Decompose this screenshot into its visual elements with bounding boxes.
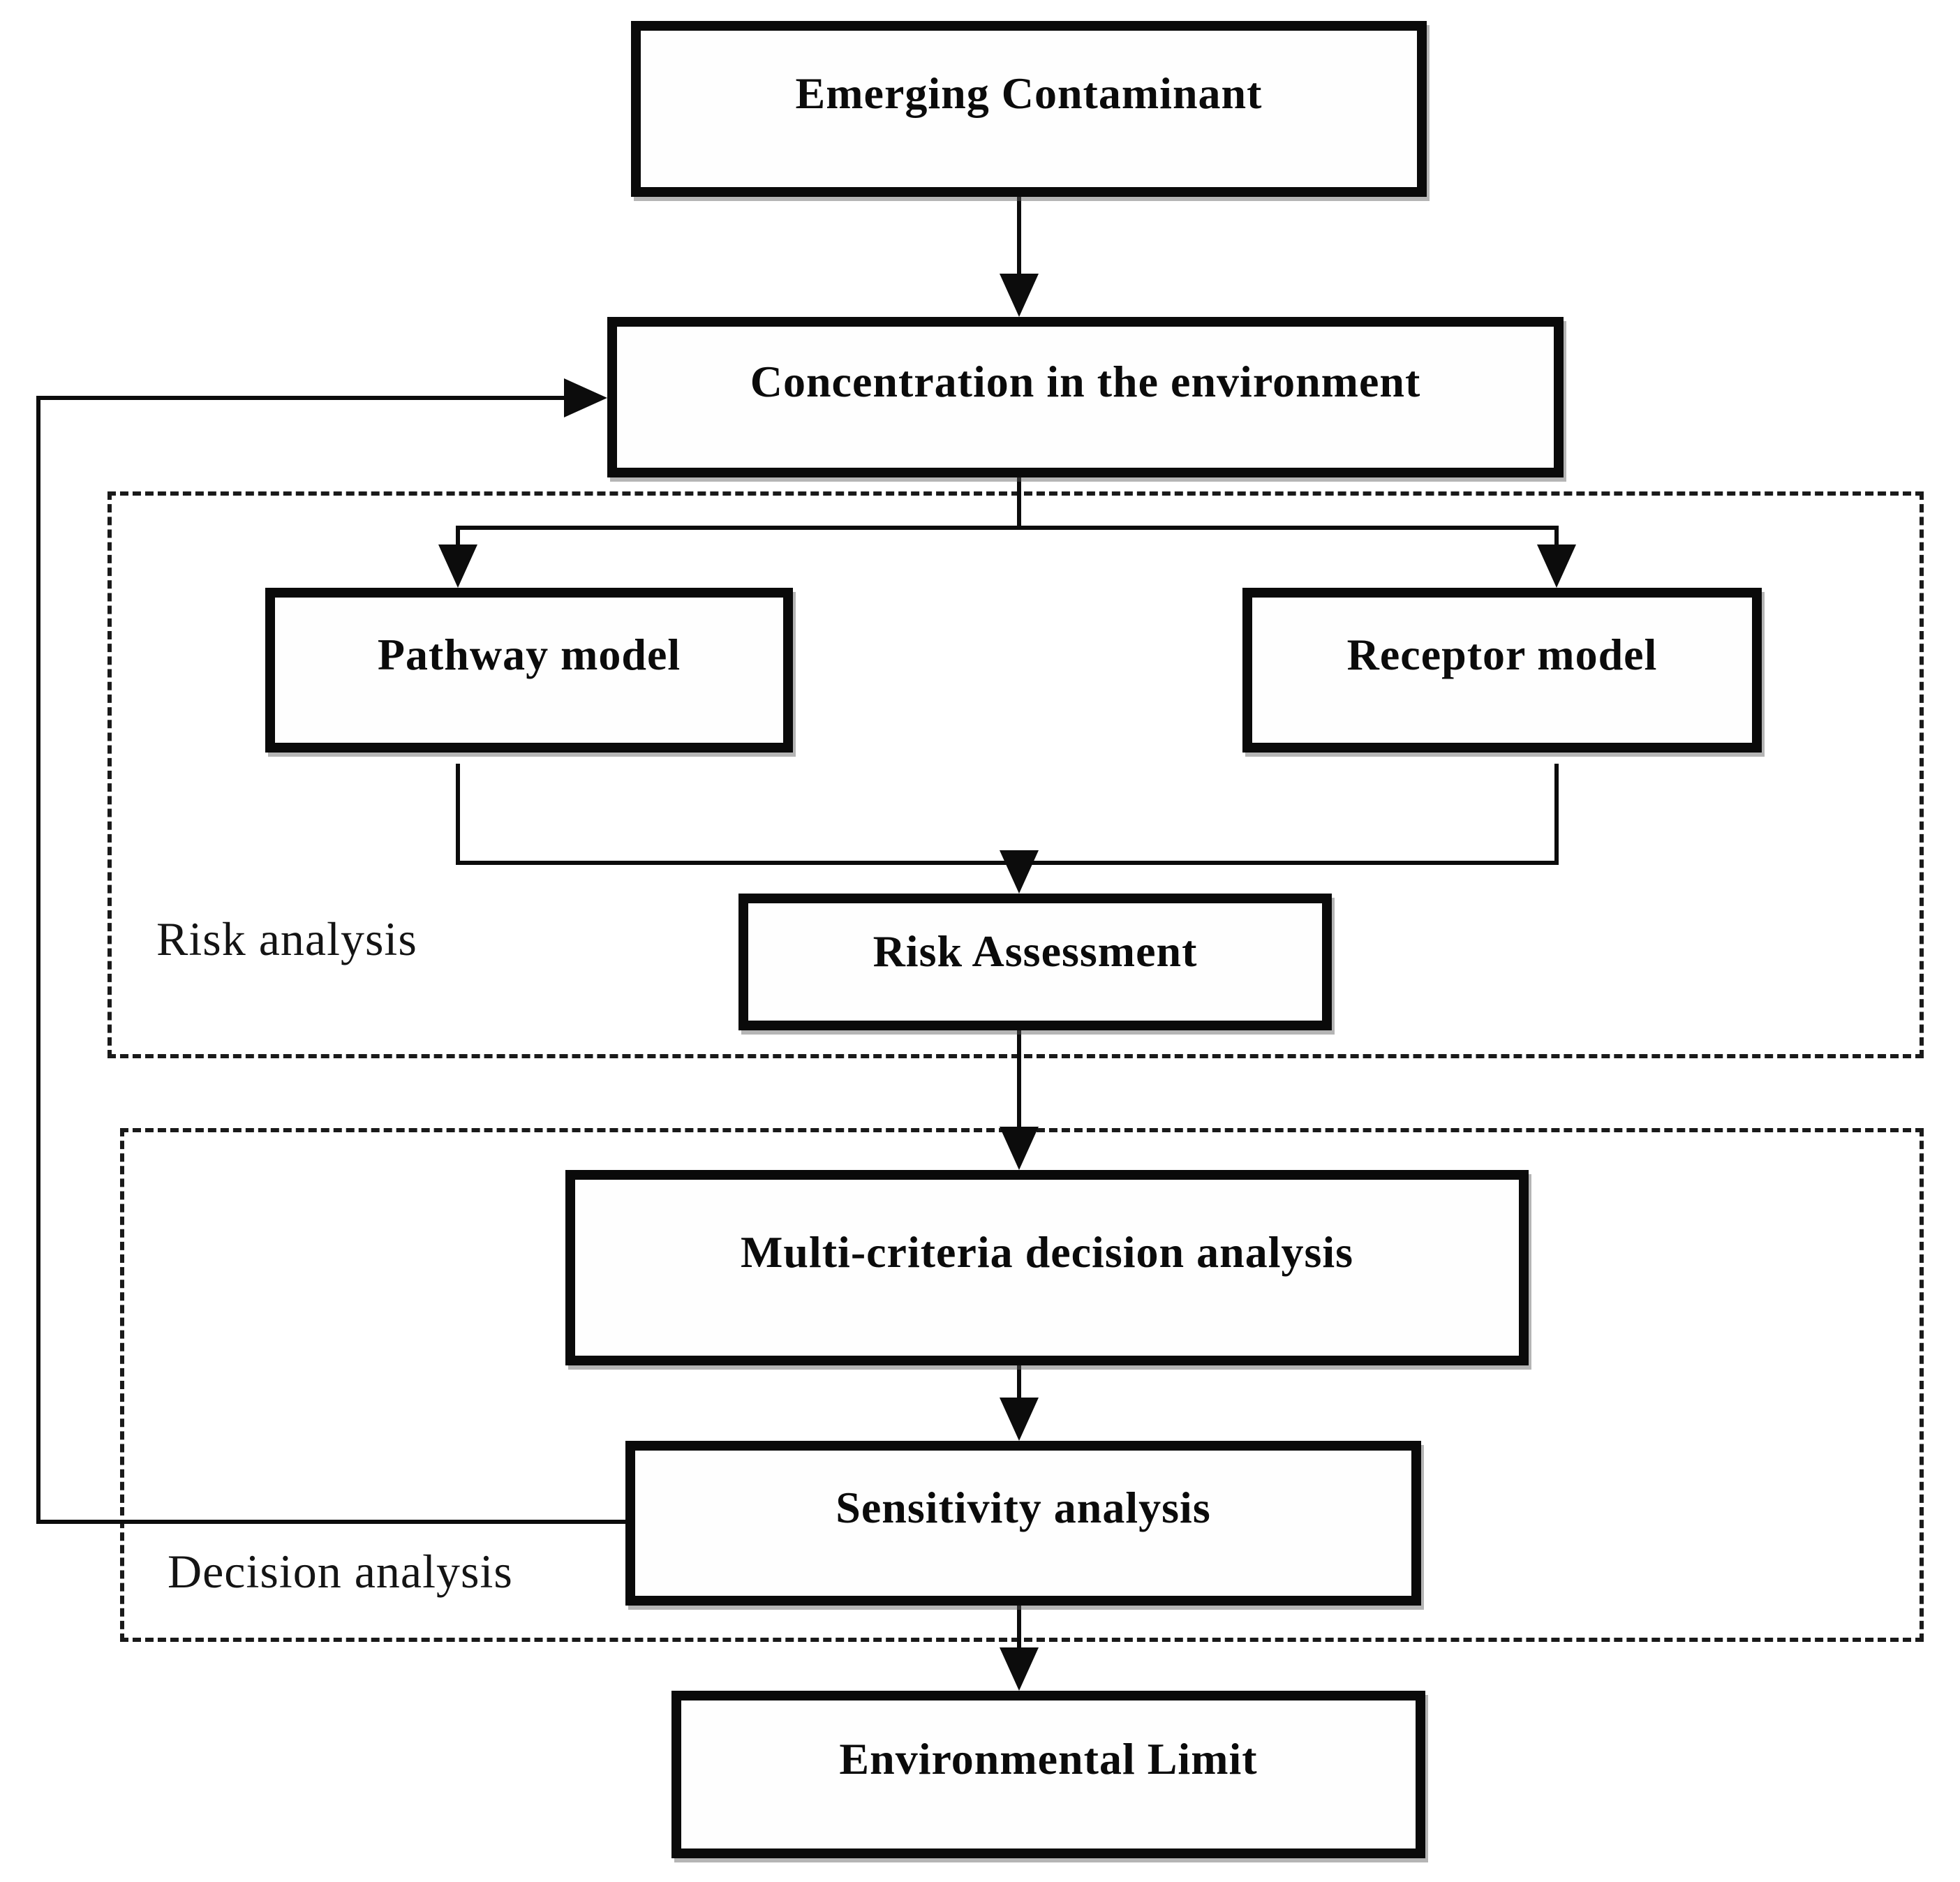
node-concentration-in-environment-label: Concentration in the environment [750,356,1421,406]
edge-concentration-branch-stem-line [1017,477,1021,529]
risk-analysis-group-label: Risk analysis [156,912,417,965]
edge-branch-to-pathway-arrowhead [438,544,477,588]
node-multi-criteria-decision-analysis-label: Multi-criteria decision analysis [740,1227,1354,1277]
node-pathway-model-label: Pathway model [377,629,681,679]
edge-branch-to-receptor-line [1554,529,1559,549]
edge-converge-to-risk-arrowhead [1000,850,1039,894]
edge-risk-to-mcda-line [1017,1030,1021,1132]
node-concentration-in-environment: Concentration in the environment [607,317,1564,477]
node-receptor-model: Receptor model [1242,588,1762,753]
edge-receptor-converge-tick-line [1554,764,1559,863]
node-multi-criteria-decision-analysis: Multi-criteria decision analysis [565,1170,1529,1365]
edge-mcda-to-sensitivity-arrowhead [1000,1398,1039,1441]
node-receptor-model-label: Receptor model [1346,629,1658,679]
edge-pathway-converge-tick-line [456,764,460,863]
node-sensitivity-analysis-label: Sensitivity analysis [836,1482,1211,1532]
feedback-to-concentration-arrowhead [564,378,607,417]
node-sensitivity-analysis: Sensitivity analysis [625,1441,1421,1606]
node-risk-assessment: Risk Assessment [738,894,1332,1030]
edge-concentration-branch-horizontal-line [456,526,1559,530]
edge-emerging-to-concentration-arrowhead [1000,274,1039,317]
node-emerging-contaminant: Emerging Contaminant [631,21,1427,197]
feedback-bottom-horizontal-line [36,1520,630,1524]
edge-risk-to-mcda-arrowhead [1000,1127,1039,1170]
edge-branch-to-pathway-line [456,529,460,549]
edge-sensitivity-to-envlimit-arrowhead [1000,1647,1039,1691]
decision-analysis-group-label: Decision analysis [168,1545,513,1598]
feedback-left-vertical-line [36,396,40,1524]
node-pathway-model: Pathway model [265,588,793,753]
node-environmental-limit: Environmental Limit [671,1691,1425,1858]
risk-analysis-group-box [107,491,1924,1058]
node-environmental-limit-label: Environmental Limit [839,1733,1258,1784]
node-risk-assessment-label: Risk Assessment [873,926,1198,976]
edge-branch-to-receptor-arrowhead [1537,544,1576,588]
edge-emerging-to-concentration-line [1017,197,1021,278]
edge-mcda-to-sensitivity-line [1017,1365,1021,1402]
feedback-top-horizontal-line [36,396,567,400]
node-emerging-contaminant-label: Emerging Contaminant [795,68,1263,118]
edge-sensitivity-to-envlimit-line [1017,1606,1021,1652]
